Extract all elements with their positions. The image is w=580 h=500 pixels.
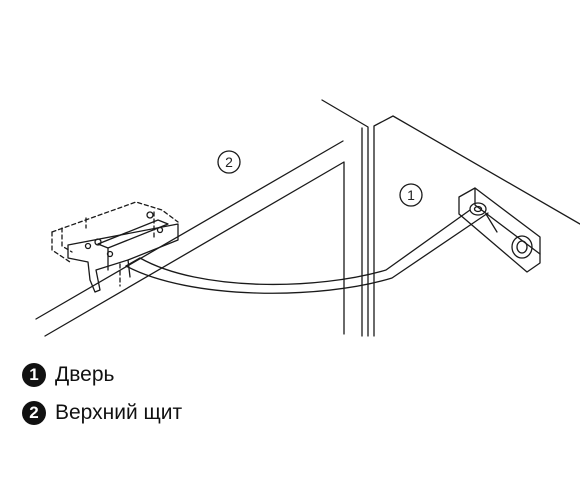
legend-label: Верхний щит xyxy=(55,401,183,424)
door-mounting-plate xyxy=(458,187,541,273)
legend-number-badge: 1 xyxy=(22,363,46,387)
panel-mounting-bracket xyxy=(51,201,179,293)
callout-top-panel: 2 xyxy=(217,150,241,174)
svg-text:1: 1 xyxy=(407,187,415,203)
stay-hinge-diagram: 2 1 xyxy=(35,99,580,337)
legend: 1 Дверь 2 Верхний щит xyxy=(22,360,182,436)
top-panel-outline xyxy=(35,99,369,337)
stay-arm xyxy=(125,209,489,294)
callout-door: 1 xyxy=(399,183,423,207)
legend-item-top-panel: 2 Верхний щит xyxy=(22,398,182,428)
legend-label: Дверь xyxy=(55,363,115,386)
svg-text:2: 2 xyxy=(225,154,233,170)
legend-number-badge: 2 xyxy=(22,401,46,425)
legend-item-door: 1 Дверь xyxy=(22,360,182,390)
door-outline xyxy=(373,115,580,337)
